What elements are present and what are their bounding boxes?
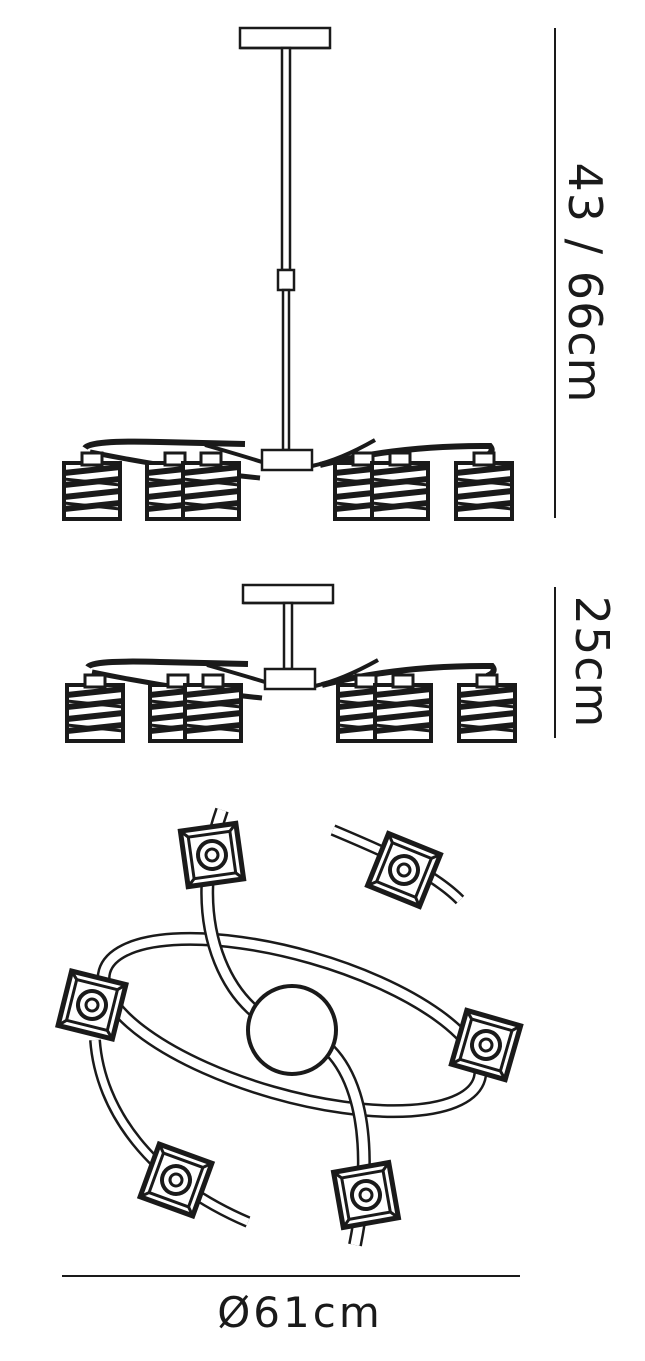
diameter-label: Ø61cm [217, 1288, 383, 1337]
ceiling-plate [238, 26, 332, 50]
rod-connector [276, 268, 296, 292]
suspension-rod [280, 46, 292, 272]
central-hub [260, 448, 314, 472]
ceiling-plate [241, 583, 335, 605]
height-adjustable-label: 43 / 66cm [558, 162, 612, 404]
central-hub [263, 667, 317, 691]
short-rod [282, 601, 294, 671]
central-rose [246, 984, 338, 1076]
side-view-pendant [82, 26, 495, 481]
side-view-flush [85, 583, 497, 701]
height-flush-label: 25cm [565, 595, 619, 729]
